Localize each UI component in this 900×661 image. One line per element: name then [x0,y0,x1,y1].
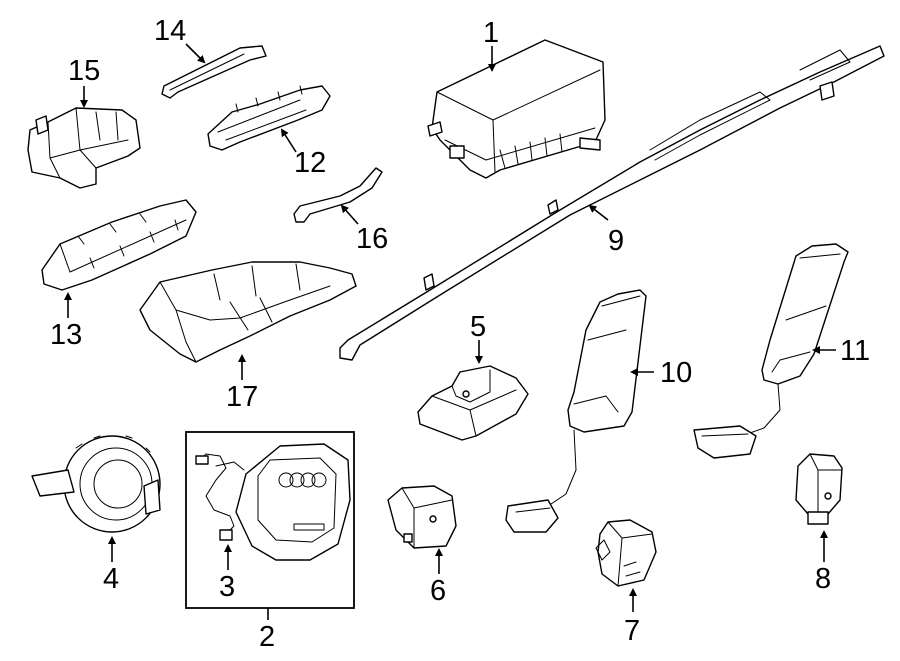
callout-15: 15 [68,55,100,87]
callout-leaders [64,43,836,620]
callout-5: 5 [470,311,486,343]
part-3-wire-harness [195,453,245,541]
part-16-clip [293,167,383,223]
callout-11: 11 [840,335,870,367]
part-7-connector [595,519,657,587]
part-10-side-airbag [505,289,647,533]
part-6-crash-sensor [387,485,457,549]
part-17-knee-bolster-bracket [139,261,357,363]
callout-12: 12 [294,147,326,179]
part-2-driver-airbag [235,443,351,561]
kit-bracket-box [185,431,355,609]
part-8-sensor [795,453,843,525]
part-14-trim-strip [161,45,267,99]
callout-16: 16 [356,223,388,255]
callout-13: 13 [50,319,82,351]
callout-4: 4 [103,563,119,595]
callout-14: 14 [154,15,186,47]
callout-3: 3 [219,571,235,603]
four-rings-logo [278,472,327,488]
callout-9: 9 [608,225,624,257]
part-15-bracket [27,107,141,189]
part-11-side-airbag [693,243,849,459]
part-12-knee-airbag-bracket [207,85,331,151]
callout-7: 7 [624,615,640,647]
part-9-curtain-airbag [339,45,885,361]
callout-labels: 1 2 3 4 5 6 7 8 9 10 11 12 13 14 15 16 1… [50,15,870,653]
callout-1: 1 [483,17,499,49]
callout-10: 10 [660,357,692,389]
part-1-passenger-airbag [427,39,606,179]
part-4-clock-spring [31,435,161,533]
part-5-sensor-module [417,365,529,441]
part-13-knee-airbag [41,199,197,291]
callout-17: 17 [226,381,258,413]
callout-6: 6 [430,575,446,607]
callout-8: 8 [815,563,831,595]
callout-2: 2 [259,621,275,653]
